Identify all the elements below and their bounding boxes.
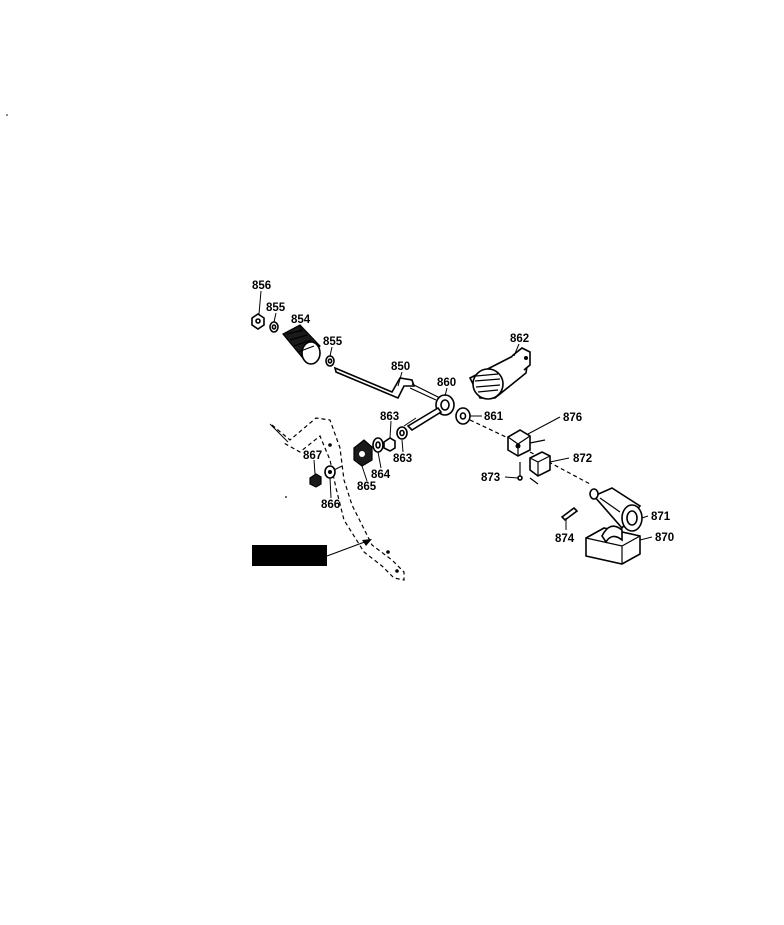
leader-lines [258, 290, 653, 541]
label-873: 873 [481, 472, 500, 484]
label-872: 872 [573, 453, 592, 465]
cam-865 [353, 439, 373, 467]
pin-873 [517, 462, 523, 481]
label-871: 871 [651, 511, 671, 523]
washer-855-a [269, 321, 279, 333]
handle-862 [468, 347, 531, 400]
pin-874 [560, 506, 579, 522]
label-862: 862 [510, 333, 529, 345]
label-863-a: 863 [380, 411, 399, 423]
pivot-860 [403, 394, 455, 432]
frame-bracket [269, 417, 405, 581]
cylinder-871 [589, 487, 643, 532]
shift-rod-850 [333, 366, 441, 401]
stray-dot [6, 114, 8, 116]
label-855-b: 855 [323, 336, 343, 348]
bolt-866 [324, 465, 343, 479]
label-855-a: 855 [266, 302, 286, 314]
label-874: 874 [555, 533, 575, 545]
label-867: 867 [303, 450, 322, 462]
label-861: 861 [484, 411, 504, 423]
part-labels: 856 855 854 855 850 860 862 861 863 863 … [252, 280, 674, 545]
label-863-b: 863 [393, 453, 412, 465]
saddle-block-870 [585, 525, 641, 565]
bracket-876 [507, 429, 591, 485]
label-876: 876 [563, 412, 582, 424]
nut-863-b [396, 426, 408, 440]
label-865: 865 [357, 481, 377, 493]
label-870: 870 [655, 532, 674, 544]
label-866: 866 [321, 499, 340, 511]
label-860: 860 [437, 377, 456, 389]
reference-tag [252, 539, 372, 566]
knob-854 [282, 324, 321, 365]
washer-855-b [325, 355, 335, 367]
label-850: 850 [391, 361, 410, 373]
nut-863-a [383, 437, 396, 452]
nut-867 [309, 473, 322, 488]
label-856: 856 [252, 280, 271, 292]
label-854: 854 [291, 314, 311, 326]
label-864: 864 [371, 469, 391, 481]
washer-864 [372, 437, 384, 453]
nut-856 [251, 313, 265, 330]
block-872 [529, 451, 551, 485]
